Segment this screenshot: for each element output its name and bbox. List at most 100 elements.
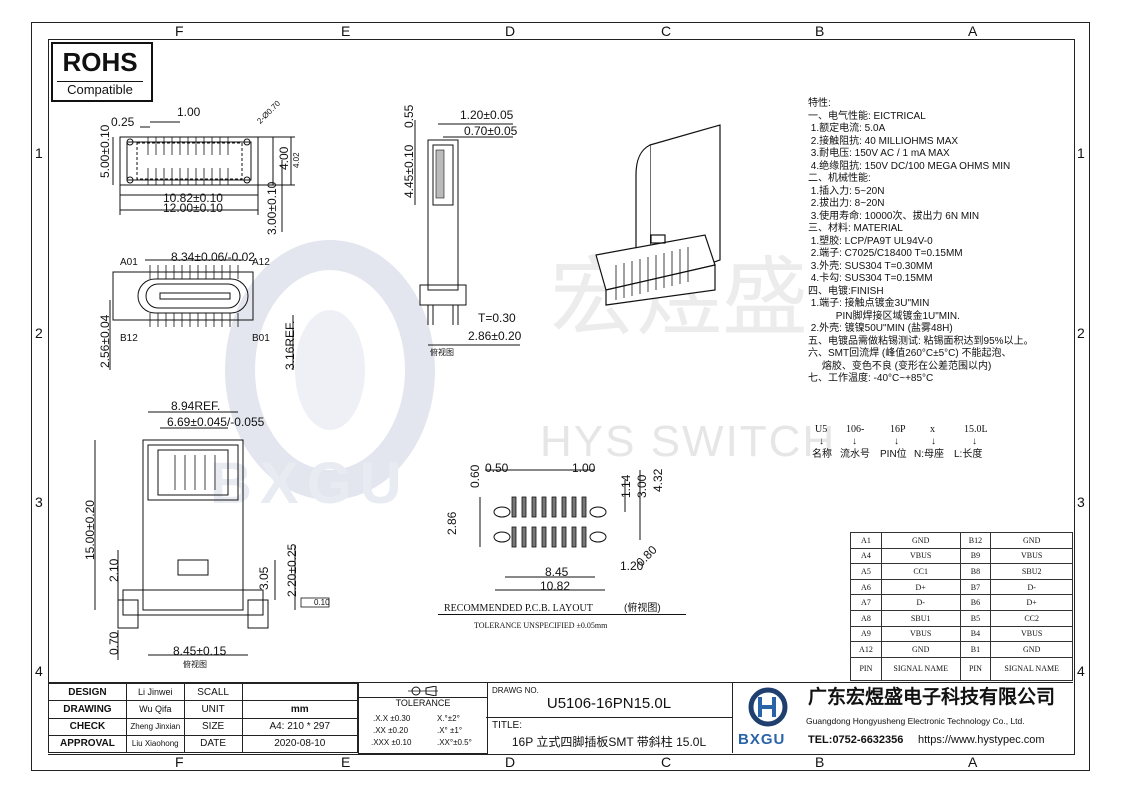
tol-cell: .XX ±0.20 xyxy=(373,726,409,735)
top-view xyxy=(112,121,295,232)
spec-block: 特性: 一、电气性能: EICTRICAL 1.额定电流: 5.0A 2.接触阻… xyxy=(808,98,1068,386)
tol-cell: .XX°±0.5° xyxy=(437,738,472,747)
spec-line: 一、电气性能: EICTRICAL xyxy=(808,110,926,122)
pin-cell: A5 xyxy=(850,563,882,580)
tol-cell: .XXX ±0.10 xyxy=(371,738,412,747)
pin-cell: B9 xyxy=(959,547,992,565)
dim-bottom-4: 2.10 xyxy=(107,558,121,582)
dim-front-1: 8.34±0.06/-0.02 xyxy=(171,250,255,264)
rohs-badge: ROHS Compatible xyxy=(51,42,153,102)
dim-top-3: 5.00±0.10 xyxy=(98,124,112,178)
zone-col-d-bottom: D xyxy=(505,754,516,770)
spec-line: 六、SMT回流焊 (峰值260°C±5°C) 不能起泡、 xyxy=(808,348,1012,359)
spec-line: 2.端子: C7025/C18400 T=0.15MM xyxy=(808,248,963,259)
drawing-no-label: DRAWG NO. xyxy=(492,686,539,695)
zone-row-1-right: 1 xyxy=(1077,145,1085,161)
part-code-arrow: ↓ xyxy=(972,436,977,447)
header-cell: PIN xyxy=(959,656,992,681)
pcb-tolerance: TOLERANCE UNSPECIFIED ±0.05mm xyxy=(474,621,608,630)
tolerance-title: TOLERANCE xyxy=(359,697,487,708)
pin-cell: B12 xyxy=(959,532,992,549)
drawing-name: Wu Qifa xyxy=(125,700,185,719)
check-name: Zheng Jinxian xyxy=(125,717,185,736)
bottom-view xyxy=(94,411,296,660)
tol-cell: X.°±2° xyxy=(437,714,460,723)
dim-bottom-7: 0.70 xyxy=(107,631,121,655)
signal-cell: VBUS xyxy=(990,625,1073,643)
zone-row-4-left: 4 xyxy=(35,663,43,679)
dim-bottom-6: 2.20±0.25 xyxy=(285,543,299,597)
dim-pcb-1: 0.50 xyxy=(485,461,509,475)
front-view xyxy=(109,259,294,370)
spec-line: 二、机械性能: xyxy=(808,173,871,184)
dim-top-2: 0.25 xyxy=(111,115,135,129)
signal-cell: D+ xyxy=(880,578,961,596)
part-code-seg: 106- xyxy=(846,424,865,435)
dim-side-5: T=0.30 xyxy=(478,311,516,325)
dim-front-5: B01 xyxy=(252,333,270,344)
part-code-label: N:母座 xyxy=(914,449,944,460)
dim-pcb-4: 1.14 xyxy=(619,474,633,498)
part-code-label: 名称 xyxy=(812,449,832,460)
dim-top-5: 12.00±0.10 xyxy=(163,201,223,215)
dim-bottom-5: 3.05 xyxy=(257,566,271,590)
size-label: SIZE xyxy=(183,717,243,736)
dim-pcb-5: 3.00 xyxy=(635,474,649,498)
projection-symbol-icon xyxy=(408,686,438,696)
spec-line: 2.外壳: 镀镍50U"MIN (盐雾48H) xyxy=(808,323,953,334)
zone-row-3-right: 3 xyxy=(1077,494,1085,510)
drawing-number-block: DRAWG NO. U5106-16PN15.0L TITLE: 16P 立式四… xyxy=(486,683,733,753)
zone-col-c-bottom: C xyxy=(661,754,672,770)
spec-line: 1.端子: 接触点镀金3U"MIN xyxy=(808,298,930,309)
part-code-seg: 16P xyxy=(890,424,906,435)
pin-cell: B7 xyxy=(959,578,992,596)
signal-cell: VBUS xyxy=(990,547,1073,565)
pin-cell: A1 xyxy=(850,532,882,549)
pin-cell: B1 xyxy=(959,641,992,658)
header-cell: SIGNAL NAME xyxy=(990,656,1073,681)
zone-col-f-top: F xyxy=(175,23,184,39)
date-value: 2020-08-10 xyxy=(241,734,359,754)
pin-cell: A8 xyxy=(850,609,882,627)
signal-cell: GND xyxy=(990,641,1073,658)
unit-value: mm xyxy=(241,700,359,719)
zone-col-e-top: E xyxy=(341,23,351,39)
spec-line: 4.绝缘阻抗: 150V DC/100 MEGA OHMS MIN xyxy=(808,160,1011,172)
dim-top-4: 10.82±0.10 xyxy=(163,191,223,205)
dim-front-2: A01 xyxy=(120,257,138,268)
design-name: Li Jinwei xyxy=(125,682,185,702)
signal-cell: GND xyxy=(880,641,961,658)
company-website-link[interactable]: https://www.hystypec.com xyxy=(918,734,1045,746)
pin-cell: B4 xyxy=(959,625,992,643)
signal-cell: D- xyxy=(880,594,961,611)
flatness-box xyxy=(300,597,330,608)
pin-cell: A12 xyxy=(850,641,882,658)
dim-front-3: A12 xyxy=(252,257,270,268)
company-logo-icon xyxy=(748,687,788,727)
dim-side-1: 0.55 xyxy=(402,104,416,128)
tolerance-block: TOLERANCE .X.X ±0.30 X.°±2° .XX ±0.20 .X… xyxy=(358,683,488,754)
dim-side-3: 0.70±0.05 xyxy=(464,124,518,138)
part-code-label: 流水号 xyxy=(840,449,870,460)
spec-line: PIN脚焊接区域镀金1U"MIN. xyxy=(808,310,960,322)
zone-row-1-left: 1 xyxy=(35,145,43,161)
pcb-title: RECOMMENDED P.C.B. LAYOUT xyxy=(444,603,593,614)
outer-frame xyxy=(31,22,1090,771)
tol-cell: .X° ±1° xyxy=(437,726,463,735)
approval-label: APPROVAL xyxy=(48,734,127,754)
spec-line: 3.耐电压: 150V AC / 1 mA MAX xyxy=(808,148,950,159)
tol-cell: .X.X ±0.30 xyxy=(373,714,411,723)
pin-cell: B5 xyxy=(959,609,992,627)
date-label: DATE xyxy=(183,734,243,754)
spec-line: 3.外壳: SUS304 T=0.30MM xyxy=(808,260,933,272)
watermark-brand: BXGU xyxy=(210,451,410,516)
dim-bottom-3: 15.00±0.20 xyxy=(83,500,97,560)
dim-side-6: 2.86±0.20 xyxy=(468,329,522,343)
side-view-note: 俯视图 xyxy=(430,348,454,357)
title-divider xyxy=(486,717,732,718)
signal-cell: D- xyxy=(990,578,1073,596)
part-code-seg: x xyxy=(930,424,935,435)
